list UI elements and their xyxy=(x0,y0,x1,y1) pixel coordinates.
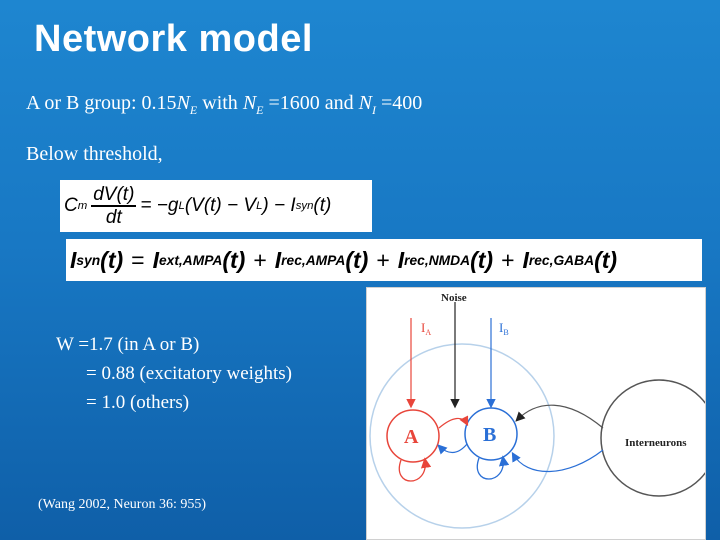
interneurons-label: Interneurons xyxy=(625,437,687,449)
cm-subscript: m xyxy=(77,200,88,212)
eq1-rhs-c: ) − I xyxy=(262,195,296,216)
derivative-numerator: dV(t) xyxy=(91,184,137,207)
a-to-b-arrow xyxy=(438,415,469,429)
rec-ampa-term: I xyxy=(274,246,282,273)
population-a-label: A xyxy=(404,426,419,448)
isyn-lhs-t: (t) xyxy=(100,246,124,273)
network-diagram-svg: Noise IA IB A B Interneurons xyxy=(369,292,705,529)
isyn-subscript: syn xyxy=(295,200,314,212)
interneuron-circle xyxy=(600,379,705,497)
excitatory-population-circle xyxy=(369,343,555,529)
network-diagram: Noise IA IB A B Interneurons xyxy=(366,287,706,540)
population-a-circle xyxy=(386,409,440,463)
rec-ampa-t: (t) xyxy=(345,246,369,273)
group-size-line: A or B group: 0.15NE with NE =1600 and N… xyxy=(26,92,422,118)
cm-symbol: C xyxy=(64,195,78,216)
noise-label: Noise xyxy=(441,292,467,304)
below-threshold-text: Below threshold, xyxy=(26,143,163,165)
rec-gaba-t: (t) xyxy=(594,246,618,273)
population-a-self-loop xyxy=(398,457,432,482)
rec-ampa-subscript: rec,AMPA xyxy=(281,252,346,268)
rec-gaba-term: I xyxy=(522,246,529,273)
plus-sign-3: + xyxy=(501,246,515,273)
equals-sign: = xyxy=(131,246,145,273)
gl-subscript: L xyxy=(178,200,185,212)
group-mid: with xyxy=(197,92,243,114)
rec-gaba-subscript: rec,GABA xyxy=(528,252,595,268)
ni-symbol: N xyxy=(358,92,372,114)
ext-ampa-t: (t) xyxy=(222,246,246,273)
inhibitory-arc-bottom xyxy=(511,449,604,473)
vl-subscript: L xyxy=(256,200,263,212)
population-b-circle xyxy=(464,407,518,461)
derivative-denominator: dt xyxy=(105,207,122,228)
ext-ampa-subscript: ext,AMPA xyxy=(158,252,223,268)
group-prefix: A or B group: 0.15 xyxy=(26,92,177,114)
slide-title: Network model xyxy=(34,18,313,60)
eq1-rhs-b: (V(t) − V xyxy=(184,195,257,216)
rec-nmda-term: I xyxy=(397,246,405,273)
ni-value: =400 xyxy=(376,92,423,114)
ni-subscript: I xyxy=(372,103,376,117)
population-b-label: B xyxy=(483,424,496,446)
ne-subscript-1: E xyxy=(189,103,198,117)
ne-subscript-2: E xyxy=(256,103,264,117)
isyn-lhs: I xyxy=(70,246,77,273)
isyn-lhs-subscript: syn xyxy=(76,252,101,268)
weight-line-3: = 1.0 (others) xyxy=(86,392,190,413)
inhibitory-arc-top xyxy=(515,404,604,429)
ne-symbol-1: N xyxy=(176,92,190,114)
ne-value: =1600 and xyxy=(263,92,359,114)
ib-label: IB xyxy=(499,320,509,337)
ne-symbol-2: N xyxy=(242,92,257,114)
plus-sign-2: + xyxy=(376,246,390,273)
eq1-rhs-d: (t) xyxy=(313,195,332,216)
ext-ampa-term: I xyxy=(152,246,159,273)
weight-line-1: W =1.7 (in A or B) xyxy=(56,334,200,355)
citation: (Wang 2002, Neuron 36: 955) xyxy=(38,497,207,512)
b-to-a-arrow xyxy=(437,443,468,455)
population-b-self-loop xyxy=(476,455,510,480)
rec-nmda-t: (t) xyxy=(470,246,494,273)
derivative-fraction: dV(t) dt xyxy=(91,184,137,228)
eq1-rhs-a: = −g xyxy=(140,195,179,216)
rec-nmda-subscript: rec,NMDA xyxy=(404,252,471,268)
weight-line-2: = 0.88 (excitatory weights) xyxy=(86,363,292,384)
ia-label: IA xyxy=(421,320,431,337)
plus-sign-1: + xyxy=(253,246,267,273)
